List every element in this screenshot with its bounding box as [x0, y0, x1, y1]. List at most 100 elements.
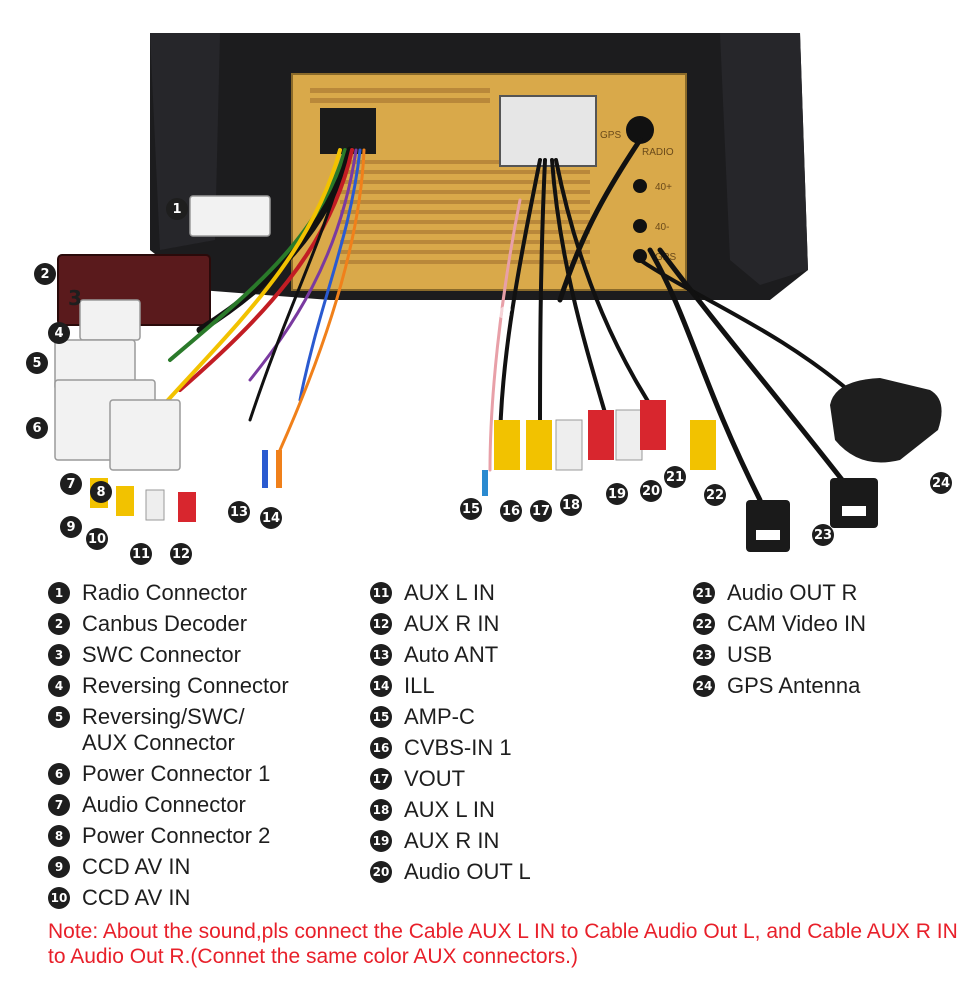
legend-label: AUX R IN [404, 611, 500, 636]
legend-number: 6 [48, 763, 70, 785]
legend-number: 10 [48, 887, 70, 909]
legend-label: Auto ANT [404, 642, 499, 667]
legend-label: CCD AV IN [82, 885, 191, 910]
legend-label: Reversing Connector [82, 673, 289, 698]
legend-item: 7 Audio Connector [48, 792, 348, 818]
radio-antenna-jack [626, 116, 654, 144]
callout-10: 10 [86, 528, 108, 550]
legend-label: Audio OUT L [404, 859, 531, 884]
white-connectors [54, 195, 271, 471]
callout-2: 2 [34, 263, 56, 285]
legend-number: 9 [48, 856, 70, 878]
legend-label: AMP-C [404, 704, 475, 729]
sound-connection-note: Note: About the sound,pls connect the Ca… [48, 920, 958, 968]
legend-number: 5 [48, 706, 70, 728]
wire-bundle [148, 137, 862, 503]
callout-12: 12 [170, 543, 192, 565]
callout-18: 18 [560, 494, 582, 516]
legend-label: Audio Connector [82, 792, 246, 817]
legend-number: 21 [693, 582, 715, 604]
legend-number: 8 [48, 825, 70, 847]
legend-item: 4 Reversing Connector [48, 673, 348, 699]
jack-40minus [633, 219, 647, 233]
callout-8: 8 [90, 481, 112, 503]
legend-number: 22 [693, 613, 715, 635]
callout-15: 15 [460, 498, 482, 520]
legend-number: 3 [48, 644, 70, 666]
unit-label-radio: RADIO [642, 147, 674, 158]
callout-19: 19 [606, 483, 628, 505]
legend-item: 5 Reversing/SWC/ AUX Connector [48, 704, 348, 756]
unit-label-40minus: 40- [655, 222, 669, 233]
legend-number: 16 [370, 737, 392, 759]
callout-11: 11 [130, 543, 152, 565]
legend-number: 20 [370, 861, 392, 883]
legend-label: SWC Connector [82, 642, 241, 667]
brand-watermark: Seicane [416, 298, 512, 324]
legend-number: 7 [48, 794, 70, 816]
legend-label: Reversing/SWC/ AUX Connector [82, 704, 245, 755]
unit-label-40plus: 40+ [655, 182, 672, 193]
legend-item: 23 USB [693, 642, 963, 668]
legend-item: 16 CVBS-IN 1 [370, 735, 670, 761]
legend-number: 18 [370, 799, 392, 821]
legend-label: ILL [404, 673, 435, 698]
callout-3: 3 [68, 286, 82, 310]
legend-label: CVBS-IN 1 [404, 735, 512, 760]
legend-label: Audio OUT R [727, 580, 858, 605]
legend-number: 2 [48, 613, 70, 635]
probe-13 [262, 450, 268, 488]
legend-label: USB [727, 642, 773, 667]
multi-pin-socket [499, 95, 597, 167]
usb-plug-left [746, 500, 790, 552]
legend-label: AUX R IN [404, 828, 500, 853]
harness-socket [320, 108, 376, 154]
legend-number: 19 [370, 830, 392, 852]
callout-9: 9 [60, 516, 82, 538]
callout-22: 22 [704, 484, 726, 506]
legend-number: 11 [370, 582, 392, 604]
callout-20: 20 [640, 480, 662, 502]
callout-21: 21 [664, 466, 686, 488]
legend-number: 4 [48, 675, 70, 697]
legend-item: 13 Auto ANT [370, 642, 670, 668]
legend-item: 19 AUX R IN [370, 828, 670, 854]
probe-15 [482, 470, 488, 496]
rca-jacks-center [494, 400, 716, 471]
callout-17: 17 [530, 500, 552, 522]
bezel-right-ear [720, 33, 808, 285]
legend-item: 21 Audio OUT R [693, 580, 963, 606]
callout-7: 7 [60, 473, 82, 495]
legend-number: 15 [370, 706, 392, 728]
legend-label: GPS Antenna [727, 673, 861, 698]
legend-item: 20 Audio OUT L [370, 859, 670, 885]
legend-item: 6 Power Connector 1 [48, 761, 348, 787]
callout-14: 14 [260, 507, 282, 529]
vent-slots [310, 88, 590, 264]
callout-5: 5 [26, 352, 48, 374]
unit-label-gps: GPS [600, 130, 621, 141]
callout-23: 23 [812, 524, 834, 546]
legend-number: 13 [370, 644, 392, 666]
legend-item: 3 SWC Connector [48, 642, 348, 668]
callout-16: 16 [500, 500, 522, 522]
legend-number: 12 [370, 613, 392, 635]
legend-label: Power Connector 1 [82, 761, 271, 786]
callout-6: 6 [26, 417, 48, 439]
legend-number: 23 [693, 644, 715, 666]
probe-14 [276, 450, 282, 488]
legend-label: VOUT [404, 766, 466, 791]
legend-item: 14 ILL [370, 673, 670, 699]
callout-13: 13 [228, 501, 250, 523]
legend-number: 14 [370, 675, 392, 697]
